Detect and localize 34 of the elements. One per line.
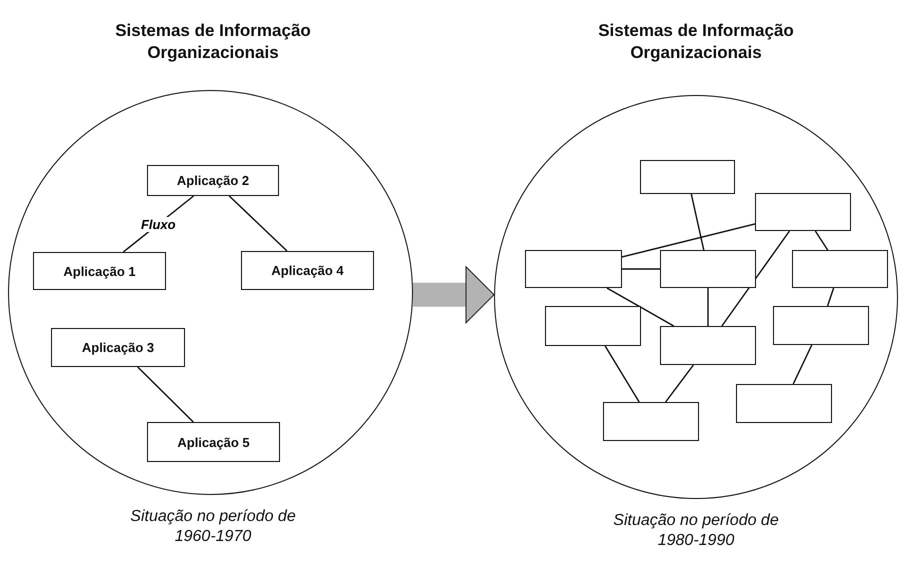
empty-box <box>660 326 756 365</box>
application-box: Aplicação 4 <box>241 251 374 290</box>
application-box: Aplicação 2 <box>147 165 279 196</box>
empty-box <box>736 384 832 423</box>
empty-box <box>545 306 641 346</box>
empty-box <box>603 402 699 441</box>
connector-line <box>606 287 674 327</box>
connector-line <box>622 223 756 258</box>
connector-line <box>228 196 288 252</box>
empty-box <box>773 306 869 345</box>
connector-line <box>792 344 812 384</box>
connector-line <box>721 230 790 326</box>
empty-box <box>792 250 888 288</box>
node-label: Situação no período de 1960-1970 <box>129 507 297 547</box>
empty-box <box>660 250 756 288</box>
empty-box <box>640 160 735 194</box>
heading: Sistemas de Informação Organizacionais <box>597 20 795 64</box>
arrow <box>413 266 494 324</box>
empty-box <box>755 193 851 231</box>
application-box: Aplicação 1 <box>33 252 166 290</box>
connector-line <box>690 194 704 250</box>
connector-line <box>826 288 834 306</box>
connector-line <box>665 364 694 402</box>
edge-label: Fluxo <box>138 216 178 232</box>
connector-line <box>814 230 828 250</box>
connector-line <box>707 288 709 326</box>
empty-box <box>525 250 622 288</box>
connector-line <box>622 268 660 270</box>
heading: Sistemas de Informação Organizacionais <box>114 20 312 64</box>
application-box: Aplicação 5 <box>147 422 280 462</box>
connector-line <box>604 346 640 402</box>
connector-line <box>137 366 194 422</box>
application-box: Aplicação 3 <box>51 328 185 367</box>
node-label: Situação no período de 1980-1990 <box>612 511 780 551</box>
